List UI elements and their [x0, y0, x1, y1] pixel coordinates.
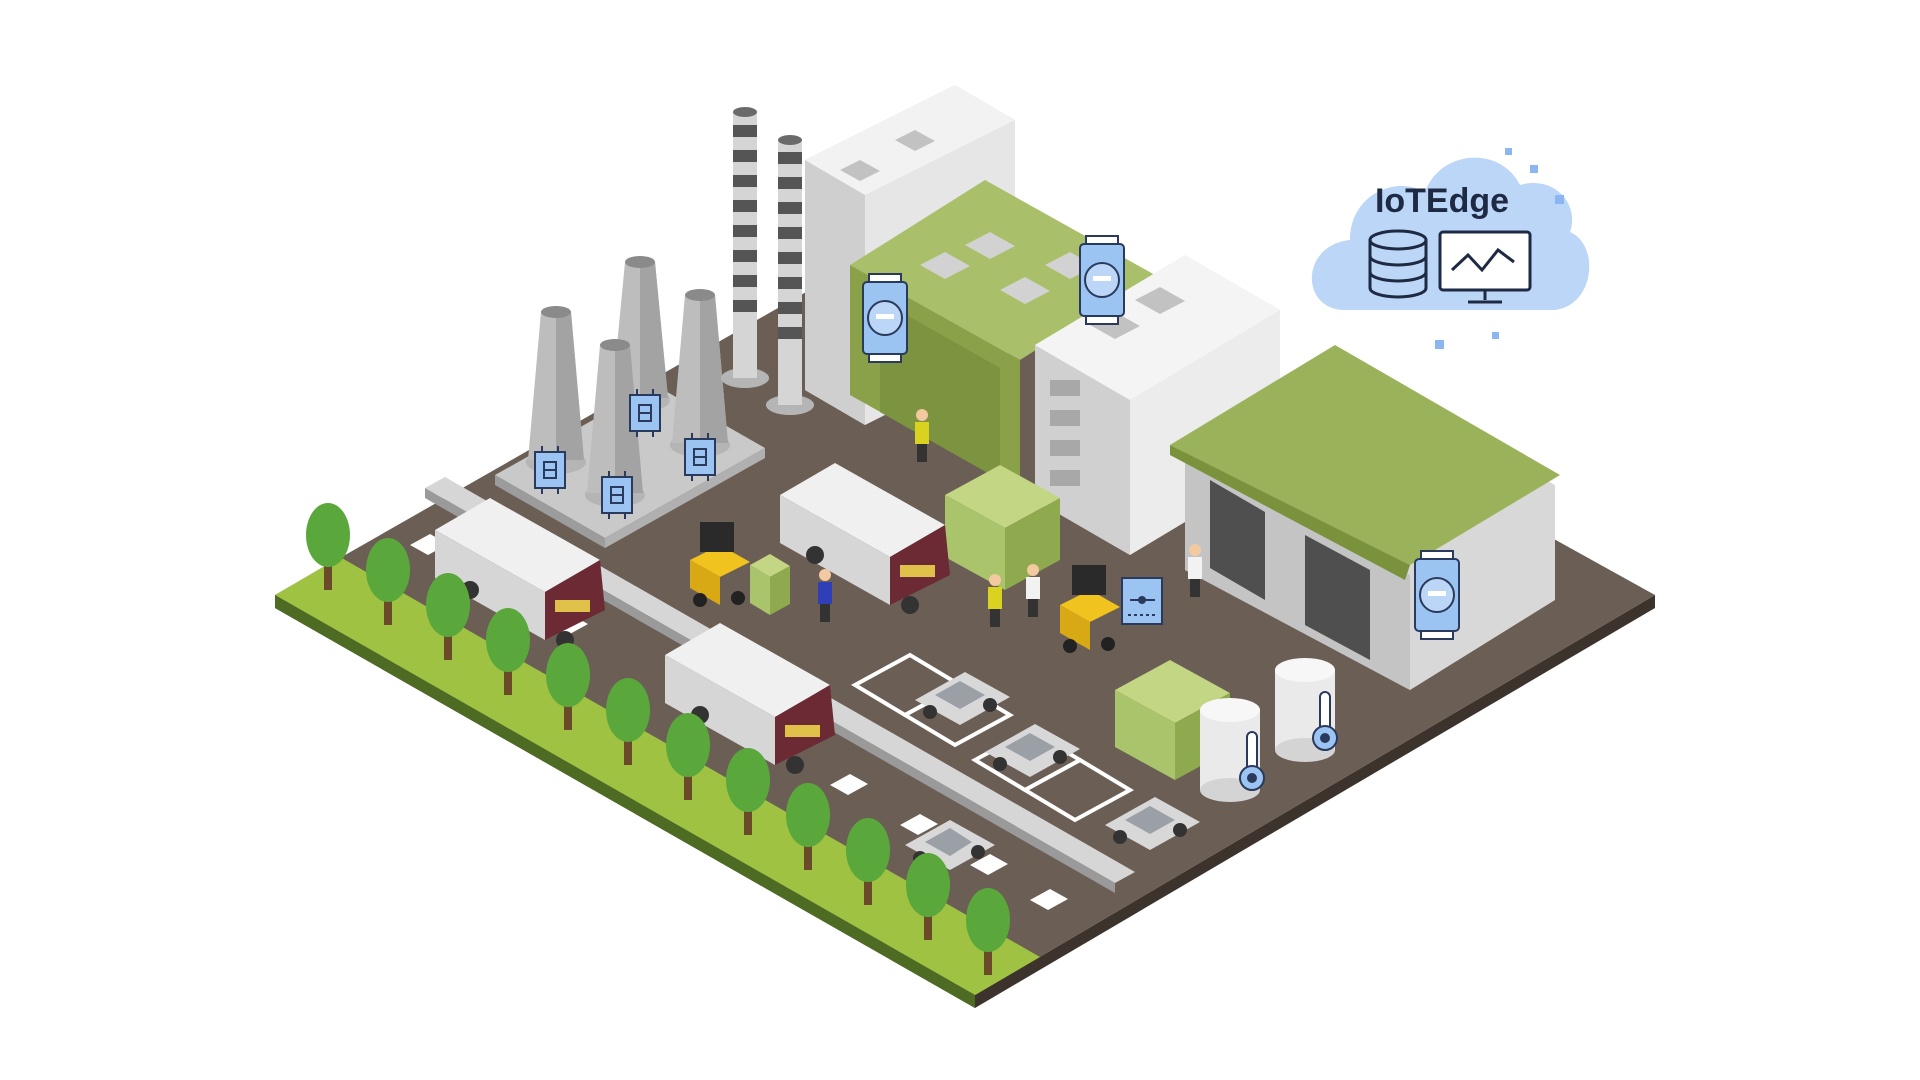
- forklift: [1060, 565, 1120, 653]
- tree: [306, 503, 350, 590]
- tree: [906, 853, 950, 940]
- car: [1105, 797, 1200, 850]
- workers: [818, 409, 1202, 627]
- tree: [546, 643, 590, 730]
- rtu-device-icon: [1414, 550, 1460, 640]
- data-particles: [1435, 148, 1564, 349]
- database-icon: [1368, 229, 1428, 299]
- plc-module-icon: [601, 470, 633, 520]
- tree: [426, 573, 470, 660]
- tree: [366, 538, 410, 625]
- tree: [846, 818, 890, 905]
- cargo-box: [750, 554, 790, 615]
- chimney: [526, 306, 586, 474]
- iotedge-cloud: IoTEdge: [1311, 148, 1590, 349]
- tree: [606, 678, 650, 765]
- rtu-device-icon: [862, 273, 908, 363]
- tree: [966, 888, 1010, 975]
- car: [915, 672, 1010, 725]
- tree: [486, 608, 530, 695]
- cloud-title: IoTEdge: [1375, 182, 1509, 220]
- striped-stack: [766, 135, 814, 415]
- truck: [780, 463, 950, 614]
- tree-row: [306, 503, 1010, 975]
- plc-module-icon: [684, 432, 716, 482]
- chimney: [670, 289, 730, 457]
- plc-module-icon: [629, 388, 661, 438]
- tree: [726, 748, 770, 835]
- striped-stack: [721, 107, 769, 388]
- plc-module-icon: [534, 445, 566, 495]
- tree: [666, 713, 710, 800]
- striped-stacks: [721, 107, 814, 415]
- forklift: [690, 522, 750, 607]
- rtu-device-icon: [1079, 235, 1125, 325]
- cargo-stack: [945, 465, 1060, 590]
- monitor-chart-icon: [1438, 230, 1532, 304]
- tree: [786, 783, 830, 870]
- car: [985, 724, 1080, 777]
- gateway-device-icon: [1121, 577, 1163, 625]
- warehouse: [1170, 345, 1560, 690]
